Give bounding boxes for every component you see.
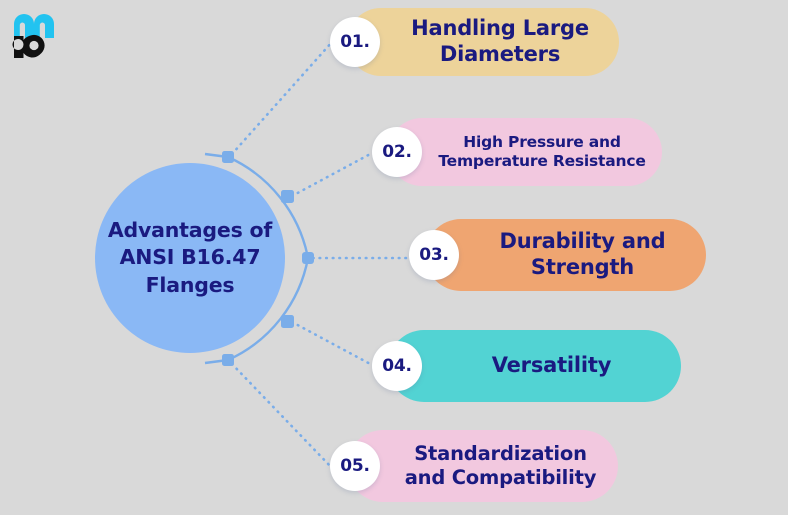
advantage-pill-4[interactable]: Versatility (388, 330, 681, 402)
advantage-pill-1[interactable]: Handling Large Diameters (347, 8, 619, 76)
advantage-number-badge-2: 02. (372, 127, 422, 177)
advantage-label-4-line-1: Versatility (491, 353, 612, 378)
arc-node-1 (222, 151, 234, 163)
advantage-label-5: Standardization and Compatibility (395, 442, 606, 490)
advantage-label-1-line-1: Handling Large (411, 16, 589, 41)
advantage-label-3-line-1: Durability and (499, 229, 666, 254)
advantage-number-badge-4: 04. (372, 341, 422, 391)
arc-node-3 (302, 252, 314, 264)
center-title: Advantages of ANSI B16.47 Flanges (96, 217, 284, 298)
advantage-label-2-line-2: Temperature Resistance (438, 152, 646, 170)
advantage-number-5: 05. (340, 456, 370, 476)
arc-stub-top (204, 152, 229, 159)
advantage-number-1: 01. (340, 32, 370, 52)
dotted-connector-5 (230, 362, 334, 470)
advantage-number-3: 03. (419, 245, 449, 265)
advantage-label-1: Handling Large Diameters (395, 16, 605, 67)
arc-node-4 (281, 315, 294, 328)
center-title-line-3: Flanges (145, 272, 235, 297)
advantage-number-badge-5: 05. (330, 441, 380, 491)
advantage-label-3: Durability and Strength (473, 229, 692, 280)
advantage-number-badge-3: 03. (409, 230, 459, 280)
advantage-label-5-line-2: and Compatibility (404, 466, 597, 489)
arc-node-5 (222, 354, 234, 366)
advantage-label-2-line-1: High Pressure and (463, 133, 621, 152)
advantage-pill-3[interactable]: Durability and Strength (425, 219, 706, 291)
center-title-line-2: ANSI B16.47 (119, 245, 261, 270)
center-title-line-1: Advantages of (107, 218, 273, 243)
advantage-number-2: 02. (382, 142, 412, 162)
advantage-label-3-line-2: Strength (530, 255, 635, 279)
advantage-pill-2[interactable]: High Pressure and Temperature Resistance (388, 118, 662, 186)
arc-node-2 (281, 190, 294, 203)
advantage-label-2: High Pressure and Temperature Resistance (432, 133, 652, 171)
advantage-label-4: Versatility (436, 353, 667, 379)
center-circle: Advantages of ANSI B16.47 Flanges (95, 163, 285, 353)
advantage-label-1-line-2: Diameters (439, 42, 561, 66)
advantage-label-5-line-1: Standardization (414, 442, 587, 466)
advantage-number-4: 04. (382, 356, 412, 376)
arc-stub-bottom (204, 358, 229, 365)
advantage-pill-5[interactable]: Standardization and Compatibility (347, 430, 618, 502)
dotted-connector-4 (290, 320, 376, 368)
pm-logo (10, 10, 72, 62)
dotted-connector-2 (290, 150, 376, 198)
dotted-connector-1 (230, 40, 334, 156)
advantage-number-badge-1: 01. (330, 17, 380, 67)
